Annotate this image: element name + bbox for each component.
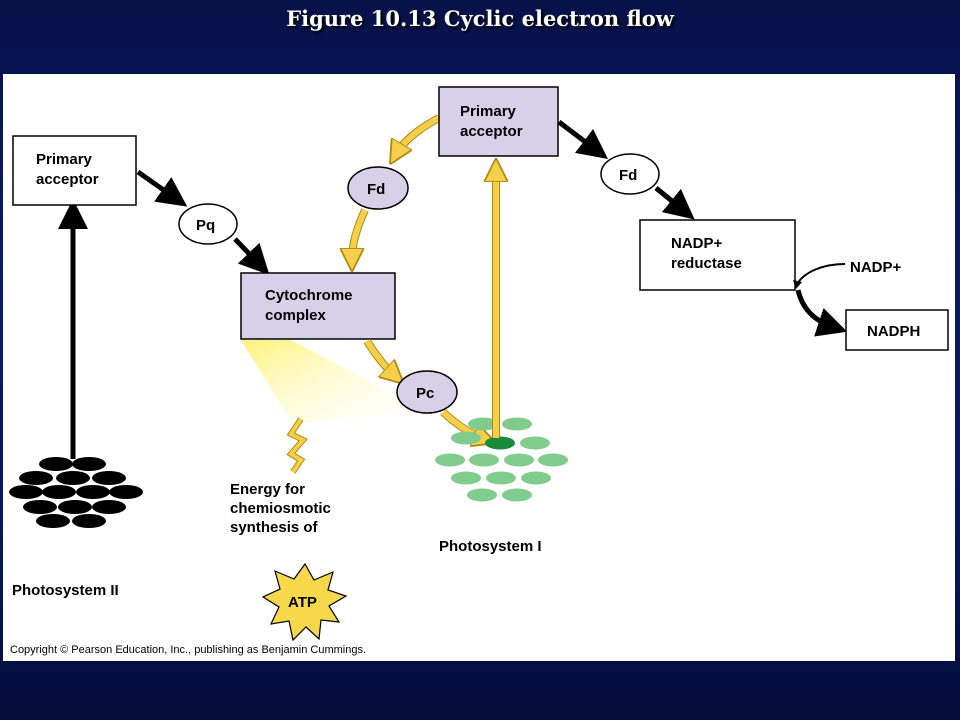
psii-acceptor-label-2: acceptor [36, 171, 99, 188]
cyclic-electron-flow-diagram: Primary acceptor Pq Cytochrome complex F… [9, 86, 949, 656]
nadp-reductase-box [639, 219, 796, 291]
nadph-box [845, 309, 949, 351]
atp-starburst-icon [261, 562, 348, 642]
arrow-pq-to-cytochrome [233, 237, 270, 275]
copyright-text: Copyright © Pearson Education, Inc., pub… [10, 644, 366, 656]
fd-cyclic-label: Fd [367, 181, 385, 198]
energy-text-line-3: synthesis of [230, 519, 319, 536]
fd-cyclic-carrier [347, 166, 409, 210]
cytochrome-box [240, 272, 396, 340]
psi-acceptor-label-2: acceptor [460, 123, 523, 140]
photosystem-ii-label: Photosystem II [12, 582, 119, 599]
arrow-to-nadph [795, 289, 848, 337]
cytochrome-label: Cytochrome [265, 287, 353, 304]
energy-text-line-2: chemiosmotic [230, 500, 331, 517]
bottom-bar [0, 663, 960, 720]
pc-label: Pc [416, 385, 434, 402]
pc-carrier [396, 370, 458, 414]
psii-acceptor-label: Primary [36, 151, 93, 168]
nadp-reductase-label: NADP+ [671, 235, 723, 252]
nadp-reductase-label-2: reductase [671, 255, 742, 272]
psi-reaction-center [485, 436, 515, 450]
pq-label: Pq [196, 217, 215, 234]
figure-panel: Primary acceptor Pq Cytochrome complex F… [3, 74, 955, 661]
cytochrome-label-2: complex [265, 307, 327, 324]
fd-linear-carrier [600, 153, 660, 195]
fd-linear-label: Fd [619, 167, 637, 184]
psi-acceptor-label: Primary [460, 103, 517, 120]
nadp-input-label: NADP+ [850, 259, 902, 276]
psi-acceptor-box [438, 86, 559, 157]
photosystem-i-label: Photosystem I [439, 538, 542, 555]
psii-acceptor-box [12, 135, 137, 206]
photosystem-ii-cluster [9, 457, 143, 528]
nadp-input-arrow [795, 263, 846, 287]
arrow-acceptor-to-pq [136, 169, 188, 207]
slide-title: Figure 10.13 Cyclic electron flow [286, 6, 674, 31]
pq-carrier [178, 203, 238, 245]
energy-text-line-1: Energy for [230, 481, 305, 498]
photosystem-i-cluster [435, 417, 568, 502]
energy-beam [241, 340, 423, 424]
atp-label: ATP [288, 594, 317, 611]
arrow-acceptor-to-fd-linear [557, 120, 608, 160]
nadph-label: NADPH [867, 323, 920, 340]
arrow-fd-to-reductase [654, 186, 695, 220]
